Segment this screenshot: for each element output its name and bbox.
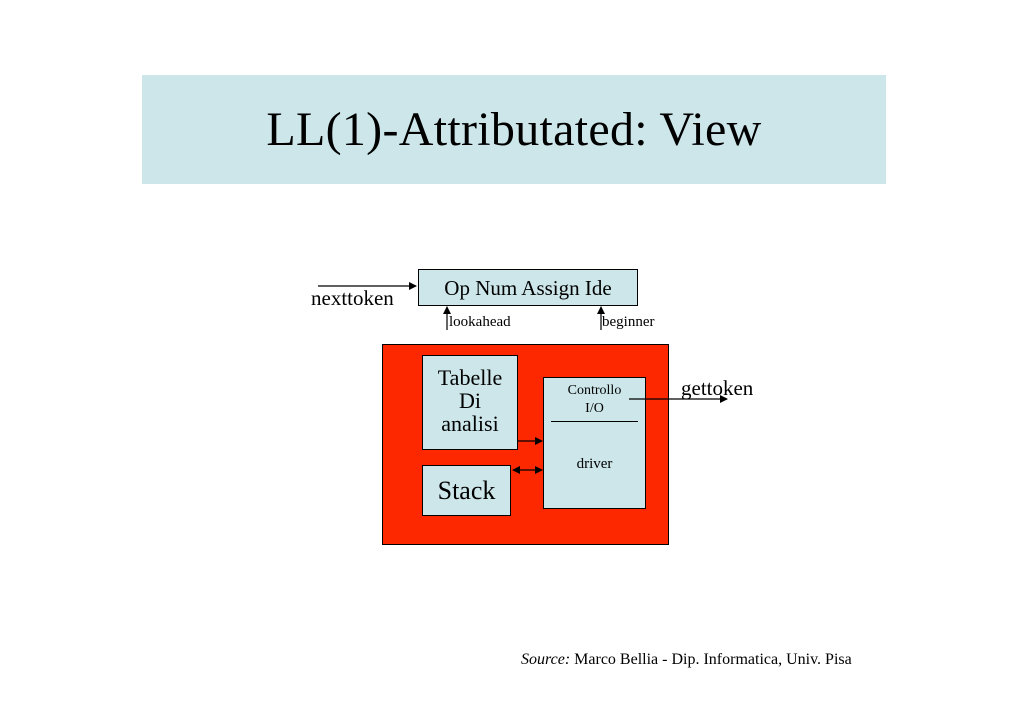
tables-line-3: analisi [441, 411, 499, 436]
lookahead-label: lookahead [449, 314, 511, 330]
control-io-label: Controllo I/O [544, 382, 645, 418]
tables-line-2: Di [459, 388, 481, 413]
gettoken-label: gettoken [681, 376, 754, 400]
tables-line-1: Tabelle [437, 365, 503, 390]
driver-divider [551, 421, 638, 422]
beginner-label: beginner [602, 314, 655, 330]
driver-box: Controllo I/O driver [543, 377, 646, 509]
source-prefix: Source: [521, 651, 571, 668]
driver-label: driver [576, 456, 613, 472]
control-line-1: Controllo [567, 383, 622, 398]
source-text: Marco Bellia - Dip. Informatica, Univ. P… [570, 651, 852, 668]
title-banner: LL(1)-Attributated: View [142, 75, 886, 184]
source-credit: Source: Marco Bellia - Dip. Informatica,… [521, 651, 852, 669]
tokens-box: Op Num Assign Ide [418, 269, 638, 306]
analysis-tables-box: Tabelle Di analisi [422, 355, 518, 450]
slide-title: LL(1)-Attributated: View [266, 103, 762, 156]
control-line-2: I/O [585, 401, 604, 416]
nexttoken-label: nexttoken [311, 286, 394, 310]
stack-box: Stack [422, 465, 511, 516]
